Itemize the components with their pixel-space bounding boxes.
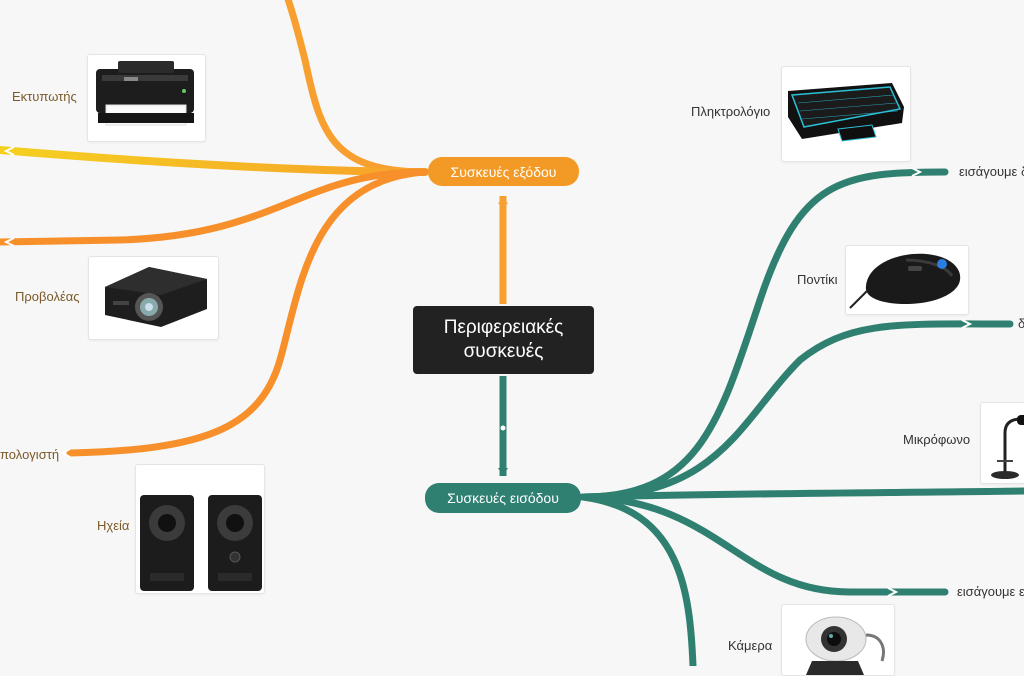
mouse-label[interactable]: Ποντίκι — [797, 272, 838, 287]
microphone-label[interactable]: Μικρόφωνο — [903, 432, 971, 447]
branch-line-projector — [0, 168, 429, 246]
printer-icon[interactable] — [87, 54, 206, 142]
branch-line-camera — [579, 493, 697, 666]
input-devices-label: Συσκευές εισόδου — [447, 490, 559, 506]
speakers-icon[interactable] — [135, 464, 265, 594]
central-topic-label: Περιφερειακές συσκευές — [443, 317, 564, 362]
keyboard-label[interactable]: Πληκτρολόγιο — [691, 104, 771, 119]
branch-line-yellow — [0, 146, 429, 176]
input-text-label-1[interactable]: εισάγουμε δ — [959, 164, 1024, 179]
branch-line-top — [284, 0, 429, 176]
input-devices-node[interactable]: Συσκευές εισόδου — [425, 483, 581, 513]
webcam-icon[interactable] — [781, 604, 895, 676]
branch-line-mouse — [579, 320, 1014, 501]
camera-label[interactable]: Κάμερα — [728, 638, 773, 653]
branch-line-keyboard — [579, 168, 949, 501]
branch-line-computer — [66, 168, 429, 457]
projector-icon[interactable] — [88, 256, 219, 340]
input-text-label-2[interactable]: δ — [1018, 316, 1024, 331]
mouse-icon[interactable] — [845, 245, 969, 315]
computer-label[interactable]: πολογιστή — [0, 447, 60, 462]
branch-line-mic — [579, 487, 1024, 501]
microphone-icon[interactable] — [980, 402, 1024, 484]
branch-line-camera-text — [579, 493, 949, 596]
speakers-label[interactable]: Ηχεία — [97, 518, 130, 533]
input-text-label-3[interactable]: εισάγουμε ε — [957, 584, 1024, 599]
printer-label[interactable]: Εκτυπωτής — [12, 89, 77, 104]
keyboard-icon[interactable] — [781, 66, 911, 162]
output-devices-label: Συσκευές εξόδου — [450, 163, 557, 180]
central-topic[interactable]: Περιφερειακές συσκευές — [413, 306, 594, 374]
output-devices-node[interactable]: Συσκευές εξόδου — [428, 157, 579, 186]
projector-label[interactable]: Προβολέας — [15, 289, 80, 304]
